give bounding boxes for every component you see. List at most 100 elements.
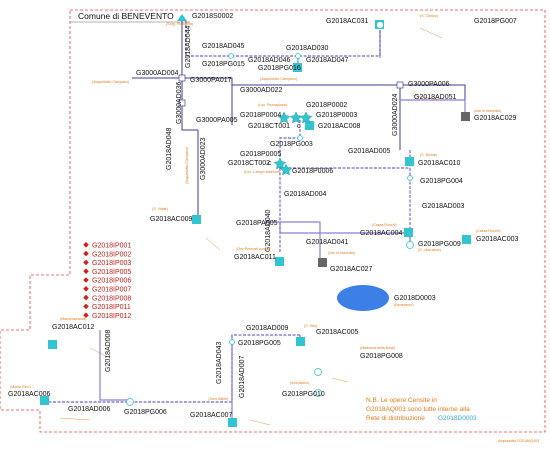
tank-ac029[interactable] (461, 112, 470, 121)
tank-ac012[interactable] (48, 340, 57, 349)
label-ac006-loc: (Monte Pino) (10, 385, 31, 389)
tank-ac004[interactable] (404, 228, 413, 237)
legend-item-label: G2018IP007 (92, 287, 131, 294)
label-p0005: G2018P0005 (240, 151, 281, 158)
annot-line-5 (59, 417, 91, 421)
label-p0002-loc: (Loc. Pezzapiana) (258, 103, 287, 107)
label-pg007-loc: (S. Chirico) (420, 14, 438, 18)
label-campano3: (Acquedotto Campano) (185, 147, 189, 184)
legend-diamond-icon (83, 242, 89, 248)
pump-pg007[interactable] (376, 21, 384, 29)
label-district: G2018D0003 (394, 295, 436, 302)
label-ct002-c: c (268, 160, 272, 167)
district-ellipse[interactable] (337, 285, 389, 311)
pump-pg008[interactable] (314, 368, 322, 376)
tank-ac027[interactable] (318, 258, 327, 267)
junction-pa017[interactable] (178, 99, 186, 107)
label-ct001: G2018CT001 (248, 123, 290, 130)
label-pg008-loc: (Madonna della Neve) (360, 346, 395, 350)
pipe-ad041 (280, 221, 321, 258)
pipe-campano-d (231, 84, 401, 150)
legend-diamond-icon (83, 277, 89, 283)
pump-pg004[interactable] (407, 175, 413, 181)
annot-line-7 (331, 377, 349, 383)
label-s0002: G2018S0002 (192, 13, 233, 20)
pipe-campano-b (181, 78, 198, 131)
source-s0002[interactable] (177, 14, 187, 21)
pump-pg003[interactable] (297, 135, 303, 141)
annot-line-4 (89, 347, 109, 358)
label-ac011: G2018AC011 (234, 254, 276, 261)
well-p0006[interactable] (279, 163, 293, 176)
legend-diamond-icon (83, 286, 89, 292)
note-line-1: N.B. Le opere Censite in (366, 397, 437, 404)
tank-ad047[interactable] (293, 63, 302, 72)
legend-item-label: G2018IP012 (92, 313, 131, 320)
legend-item-label: G2018IP003 (92, 260, 131, 267)
junction-ad004g[interactable] (178, 74, 186, 82)
tank-ac005[interactable] (296, 337, 305, 346)
pump-pg006[interactable] (126, 398, 134, 406)
label-ac027-loc: (non in esercizio) (328, 251, 355, 255)
junction-pa006[interactable] (396, 81, 404, 89)
label-ad024: G3000AD024 (392, 93, 399, 136)
label-ad005: G2018AD005 (348, 148, 391, 155)
label-ac004-loc: (Cassa Rocchi) (372, 223, 397, 227)
tank-ac010[interactable] (405, 157, 414, 166)
label-ac007: G2018AC007 (190, 412, 233, 419)
label-ad044: G2018AD044 (185, 25, 192, 68)
tank-ac008[interactable] (305, 121, 314, 130)
legend-diamond-icon (83, 268, 89, 274)
label-district-sub: (Benevento) (394, 303, 414, 307)
label-ad045: G2018AD045 (202, 43, 245, 50)
tank-ac003[interactable] (462, 235, 471, 244)
diagram-title: Comune di BENEVENTO (78, 11, 174, 21)
annot-line-2 (411, 94, 441, 101)
tank-ac009[interactable] (192, 215, 201, 224)
pump-pg016[interactable] (295, 53, 301, 59)
well-p0004[interactable] (277, 111, 291, 124)
label-ad023: G3000AD023 (200, 137, 207, 180)
tank-ac011[interactable] (275, 257, 284, 266)
annot-line-1 (419, 27, 443, 39)
label-pa005: G3000PA005 (196, 117, 238, 124)
label-ad051: G2018AD051 (414, 94, 457, 101)
well-p0005[interactable] (273, 157, 287, 170)
label-p0003: G2018P0003 (316, 112, 357, 119)
pipe-south-a (99, 330, 130, 401)
pump-pg009[interactable] (406, 241, 414, 249)
label-ac005-loc: (S. Vito) (304, 324, 317, 328)
label-ac005: G2018AC005 (316, 329, 359, 336)
pipe-ad051 (400, 99, 466, 117)
label-ac004: G2018AC004 (360, 230, 403, 237)
label-ad047: G2018AD047 (306, 57, 349, 64)
legend-diamond-icon (83, 259, 89, 266)
label-ad003: G2018AD003 (422, 203, 465, 210)
legend-diamond-icon (83, 250, 89, 257)
tank-ac007[interactable] (228, 418, 237, 427)
label-pg009-loc: (S. Liberatore) (418, 248, 441, 252)
pump-pg015[interactable] (228, 53, 234, 59)
well-p0003[interactable] (299, 111, 313, 124)
legend-item-label: G2018IP005 (92, 269, 131, 276)
pump-pg005[interactable] (229, 339, 235, 345)
label-ac003: G2018AC003 (476, 236, 519, 243)
label-pa017: G3000PA017 (190, 77, 232, 84)
pump-stations (126, 21, 414, 406)
label-ad040: G2018AD040 (265, 209, 272, 252)
label-p0006: G2018P0006 (292, 168, 333, 175)
label-s0002-loc: (Sorg. Pietrafitta) (166, 22, 193, 26)
label-ac012: G2018AC012 (52, 324, 95, 331)
label-ad030: G2018AD030 (286, 45, 329, 52)
label-ac009-loc: (S. Vitale) (152, 207, 168, 211)
legend-item-label: G2018IP008 (92, 295, 131, 302)
pump-pg010[interactable] (314, 389, 322, 397)
tank-ac006[interactable] (40, 396, 49, 405)
label-ad009: G2018AD009 (246, 325, 289, 332)
label-ac027: G2018AC027 (330, 266, 373, 273)
label-ac012-loc: (Marchisanicola) (60, 317, 86, 321)
label-ad041: G2018AD041 (306, 239, 349, 246)
note-line-2: G2018AQ003 sono tutte interne alla (366, 406, 470, 413)
